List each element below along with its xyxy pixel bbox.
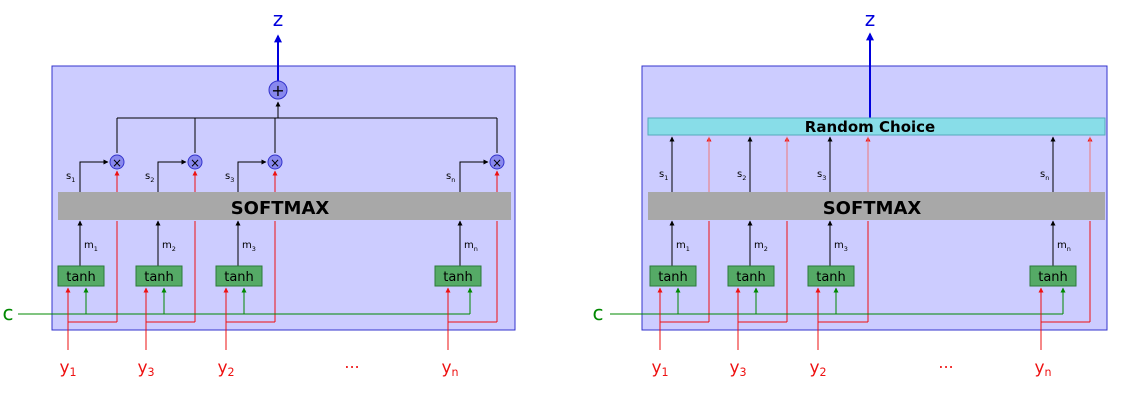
left-tanh-n [434,265,482,287]
right-tanh-n [1029,265,1077,287]
left-m-lines [77,220,463,266]
right-tanh-1 [649,265,697,287]
left-aggregation-lines [116,101,498,153]
right-red-verticals [708,221,1091,322]
right-m-label-n: mn [1057,240,1071,253]
left-red-inputs-to-mult [114,170,500,192]
svg-text:tanh: tanh [816,270,846,285]
right-s-label-2: s2 [737,169,746,182]
left-plus-node [268,80,288,100]
left-context-label: c [3,301,14,325]
left-s-labels: s1 s2 s3 sn [66,171,455,184]
right-m-label-2: m2 [754,240,768,253]
left-mult-node-2 [187,154,203,170]
left-m-label-n: mn [464,240,478,253]
left-s-label-3: s3 [225,171,234,184]
right-softmax-label: SOFTMAX [823,198,922,219]
left-tanh-1 [57,265,105,287]
left-red-routing [65,287,497,350]
svg-text:×: × [112,156,122,170]
right-tanh-3 [807,265,855,287]
left-softmax-bar [58,192,511,220]
right-s-label-n: sn [1040,169,1049,182]
left-y-label-1: y1 [59,358,76,379]
svg-text:tanh: tanh [66,270,96,285]
right-red-routing [657,287,1090,350]
left-multiply-nodes: × × × × [109,154,505,170]
left-mult-node-n [489,154,505,170]
left-output-label: z [273,7,284,31]
left-red-verticals [116,221,498,322]
right-s-lines [669,136,1056,192]
left-softmax-label: SOFTMAX [231,198,330,219]
right-red-faint [708,137,1091,192]
right-s-label-1: s1 [659,169,668,182]
left-diagram: z + × × × × [3,7,516,379]
svg-text:tanh: tanh [658,270,688,285]
right-softmax-bar [648,192,1105,220]
right-context-label: c [593,301,604,325]
svg-text:tanh: tanh [1038,270,1068,285]
svg-text:×: × [190,156,200,170]
right-y-label-2: y2 [809,358,826,379]
right-ellipsis: ... [938,353,953,372]
right-diagram: z Random Choice s1 s2 s3 sn [593,7,1108,379]
left-m-label-2: m2 [162,240,176,253]
left-y-labels: y1 y3 y2 yn [59,358,458,379]
svg-text:×: × [270,156,280,170]
right-context-lines [610,287,1066,315]
left-m-label-1: m1 [84,240,98,253]
right-tanh-boxes: tanh tanh tanh tanh [649,265,1077,287]
right-y-label-1: y1 [651,358,668,379]
left-mult-node-3 [267,154,283,170]
right-y-label-3: y3 [729,358,746,379]
right-y-labels: y1 y3 y2 yn [651,358,1051,379]
random-choice-label: Random Choice [805,118,935,136]
right-tanh-2 [727,265,775,287]
svg-text:tanh: tanh [224,270,254,285]
left-ellipsis: ... [344,353,359,372]
right-m-label-3: m3 [834,240,848,253]
left-tanh-2 [135,265,183,287]
left-y-label-3: y3 [137,358,154,379]
left-context-lines [18,287,473,315]
right-output-label: z [865,7,876,31]
right-y-label-n: yn [1034,358,1051,379]
right-m-labels: m1 m2 m3 mn [676,240,1071,253]
random-choice-bar [647,117,1106,136]
svg-text:×: × [492,156,502,170]
left-s-label-1: s1 [66,171,75,184]
right-m-label-1: m1 [676,240,690,253]
left-tanh-boxes: tanh tanh tanh tanh [57,265,482,287]
left-y-label-n: yn [441,358,458,379]
right-s-labels: s1 s2 s3 sn [659,169,1049,182]
right-s-label-3: s3 [817,169,826,182]
svg-text:tanh: tanh [144,270,174,285]
left-tanh-3 [215,265,263,287]
left-s-lines [79,159,489,192]
left-y-label-2: y2 [217,358,234,379]
svg-text:tanh: tanh [443,270,473,285]
left-mult-node-1 [109,154,125,170]
svg-text:tanh: tanh [736,270,766,285]
left-plus-symbol: + [271,81,284,100]
left-s-label-n: sn [446,171,455,184]
right-m-lines [669,220,1056,266]
left-m-label-3: m3 [242,240,256,253]
left-m-labels: m1 m2 m3 mn [84,240,478,253]
left-s-label-2: s2 [145,171,154,184]
